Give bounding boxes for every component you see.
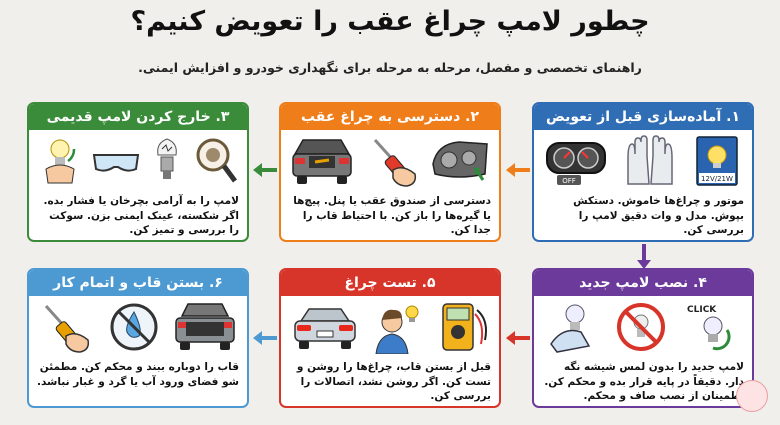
step-header-4: ۴. نصب لامپ جدید <box>534 270 752 296</box>
car-rear-lit-icon <box>291 301 359 353</box>
step-card-5: ۵. تست چراغ قبل از بستن قاب، چراغ‌ها را … <box>279 268 501 408</box>
arrow-5-to-6 <box>253 331 277 345</box>
page-title: چطور لامپ چراغ عقب را تعویض کنیم؟ <box>130 6 650 37</box>
hand-new-bulb-icon <box>545 300 599 354</box>
car-trunk-open-icon <box>172 300 238 354</box>
click-bulb-icon: CLICK <box>683 300 741 354</box>
hand-bulb-icon <box>38 135 82 187</box>
broken-bulb-icon <box>150 135 184 187</box>
box-label: 12V/21W <box>701 175 733 183</box>
arrow-4-to-5 <box>506 331 530 345</box>
safety-glasses-icon <box>91 141 141 181</box>
page-subtitle: راهنمای تخصصی و مفصل، مرحله به مرحله برا… <box>138 60 642 75</box>
step-header-1: ۱. آماده‌سازی قبل از تعویض <box>534 104 752 130</box>
step-desc-6: قاب را دوباره ببند و محکم کن. مطمئن شو ف… <box>36 361 239 388</box>
watermark-logo-icon <box>736 380 768 412</box>
step-card-2: ۲. دسترسی به چراغ عقب دسترسی از صندوق عق… <box>279 102 501 242</box>
step-desc-1: موتور و چراغ‌ها خاموش. دستکش بپوش. مدل و… <box>573 195 744 236</box>
step-card-4: ۴. نصب لامپ جدید CLICK لامپ جدید را بدون… <box>532 268 754 408</box>
arrow-1-to-2 <box>506 163 530 177</box>
step-header-3: ۳. خارج کردن لامپ قدیمی <box>29 104 247 130</box>
step-header-5: ۵. تست چراغ <box>281 270 499 296</box>
step-header-6: ۶. بستن قاب و اتمام کار <box>29 270 247 296</box>
screwdriver-hand-icon <box>38 300 96 354</box>
step-desc-5: قبل از بستن قاب، چراغ‌ها را روشن و تست ک… <box>296 361 491 402</box>
car-trunk-icon <box>289 134 355 188</box>
multimeter-icon <box>435 300 489 354</box>
magnifier-icon <box>193 135 239 187</box>
gloves-icon <box>622 134 678 188</box>
step-card-1: ۱. آماده‌سازی قبل از تعویض OFF 12V/21W م… <box>532 102 754 242</box>
person-idea-icon <box>372 300 422 354</box>
step-desc-4: لامپ جدید را بدون لمس شیشه نگه دار. دقیق… <box>544 361 744 402</box>
dashboard-icon: OFF <box>545 135 607 187</box>
step-desc-2: دسترسی از صندوق عقب یا پنل. پیچ‌ها یا گی… <box>293 195 491 236</box>
off-label: OFF <box>563 177 577 185</box>
no-touch-icon <box>614 300 668 354</box>
click-label: CLICK <box>687 305 717 315</box>
step-header-2: ۲. دسترسی به چراغ عقب <box>281 104 499 130</box>
bulb-box-icon: 12V/21W <box>693 133 741 189</box>
step-card-3: ۳. خارج کردن لامپ قدیمی لامپ را به آرامی… <box>27 102 249 242</box>
tail-light-housing-icon <box>429 134 491 188</box>
step-desc-3: لامپ را به آرامی بچرخان یا فشار بده. اگر… <box>43 195 240 236</box>
screwdriver-icon <box>363 134 421 188</box>
step-card-6: ۶. بستن قاب و اتمام کار قاب را دوباره بب… <box>27 268 249 408</box>
arrow-2-to-3 <box>253 163 277 177</box>
no-water-icon <box>107 300 161 354</box>
arrow-3-to-4 <box>637 244 651 269</box>
